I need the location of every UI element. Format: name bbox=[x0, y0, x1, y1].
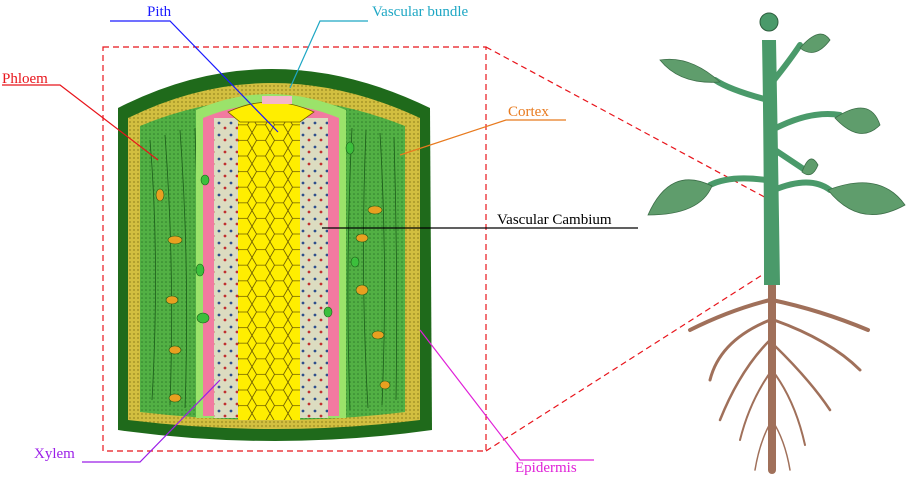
label-xylem: Xylem bbox=[34, 446, 75, 462]
label-cortex: Cortex bbox=[508, 104, 549, 120]
zoom-frame bbox=[102, 46, 771, 452]
leader-lines bbox=[2, 20, 638, 463]
vascular-bundle-top bbox=[262, 96, 292, 104]
pith-core bbox=[238, 110, 300, 420]
label-vascular-cambium: Vascular Cambium bbox=[497, 212, 612, 228]
label-pith: Pith bbox=[147, 4, 172, 20]
plant-bud bbox=[759, 12, 779, 32]
label-epidermis: Epidermis bbox=[515, 460, 577, 476]
stem-cross-section bbox=[118, 69, 432, 441]
cell-blobs bbox=[155, 141, 391, 403]
roots bbox=[688, 276, 870, 474]
plant-illustration bbox=[647, 12, 906, 474]
label-vascular-bundle: Vascular bundle bbox=[372, 4, 469, 20]
label-phloem: Phloem bbox=[2, 71, 48, 87]
leaves bbox=[647, 33, 906, 216]
